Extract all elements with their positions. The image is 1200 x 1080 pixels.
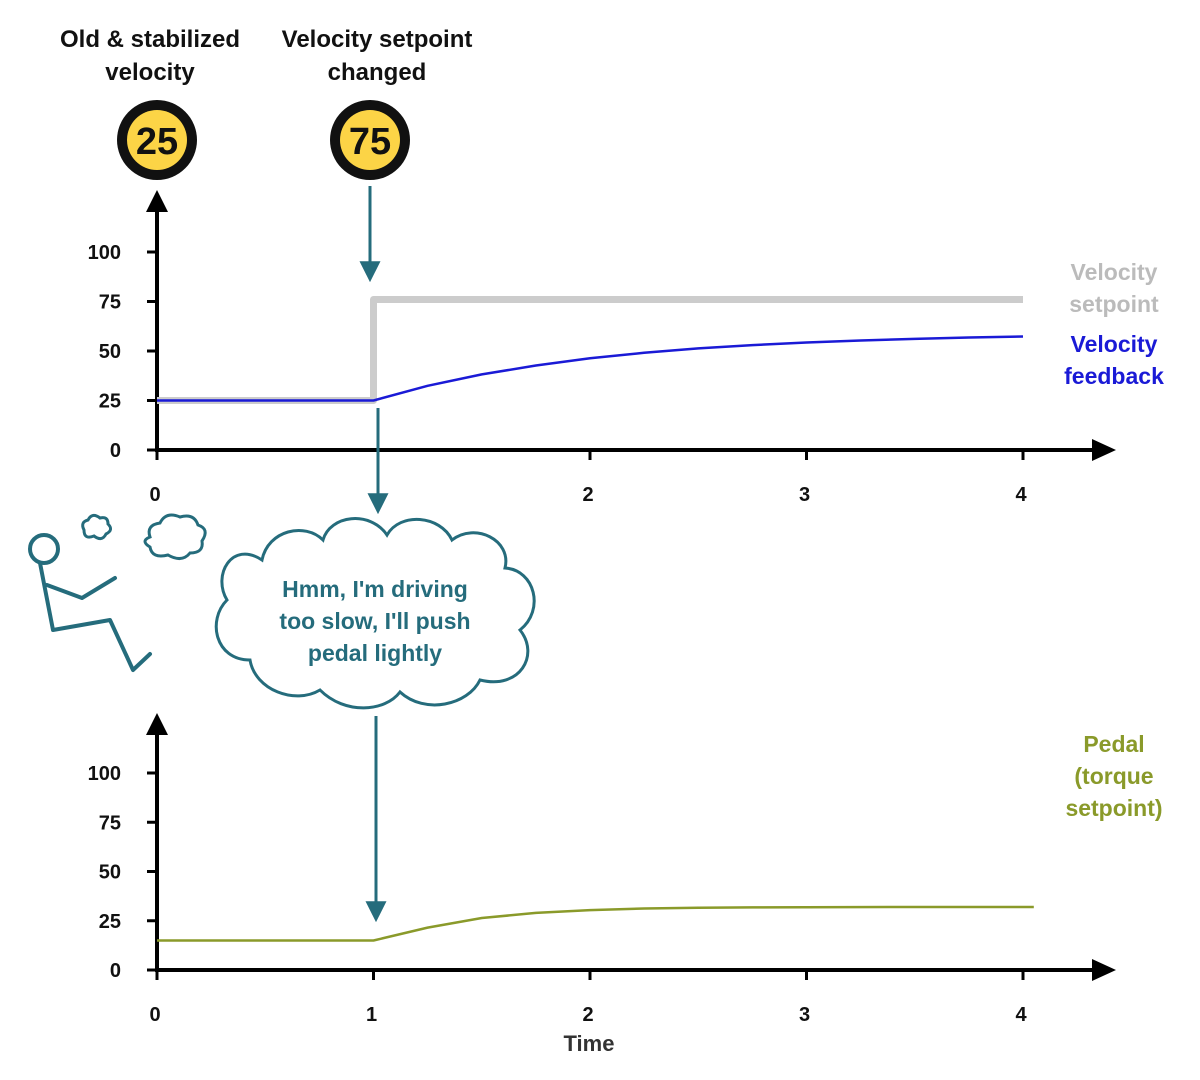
speed-sign-old-icon: 25 [117, 100, 197, 180]
x-tick-label: 3 [799, 484, 810, 506]
setpoint-legend-line1: Velocity [1071, 259, 1158, 285]
setpoint-changed-title-line2: changed [328, 59, 427, 86]
speed-sign-old-value: 25 [136, 121, 178, 163]
x-tick-label: 0 [149, 1004, 160, 1026]
bottom-chart-ticks: 0 25 50 75 100 0 1 2 3 4 [88, 763, 1028, 1026]
speed-sign-new-value: 75 [349, 121, 391, 163]
pedal-legend-line1: Pedal [1083, 731, 1144, 757]
setpoint-changed-title-line1: Velocity setpoint [282, 26, 473, 53]
x-tick-label: 1 [366, 1004, 377, 1026]
y-tick-label: 0 [110, 960, 121, 982]
thought-text-line1: Hmm, I'm driving [282, 576, 468, 602]
pedal-legend-line3: setpoint) [1065, 795, 1162, 821]
y-tick-label: 25 [99, 911, 121, 933]
bottom-chart-axes [146, 713, 1116, 981]
thought-text-line2: too slow, I'll push [279, 608, 470, 634]
pedal-legend-line2: (torque [1074, 763, 1153, 789]
pedal-line [157, 905, 1034, 942]
thought-bubble: Hmm, I'm driving too slow, I'll push ped… [214, 517, 536, 710]
x-tick-label: 4 [1015, 1004, 1027, 1026]
old-velocity-title-line2: velocity [105, 59, 195, 86]
y-tick-label: 75 [99, 292, 121, 314]
setpoint-line [157, 296, 1023, 404]
top-chart-ticks: 0 25 50 75 100 0 2 3 4 [88, 242, 1028, 506]
feedback-legend-line2: feedback [1064, 363, 1164, 389]
thought-text-line3: pedal lightly [308, 640, 442, 666]
feedback-legend-line1: Velocity [1071, 331, 1158, 357]
speed-sign-new-icon: 75 [330, 100, 410, 180]
y-tick-label: 75 [99, 812, 121, 834]
x-tick-label: 2 [582, 1004, 593, 1026]
y-tick-label: 0 [110, 440, 121, 462]
x-tick-label: 4 [1015, 484, 1027, 506]
x-tick-label: 2 [582, 484, 593, 506]
y-tick-label: 100 [88, 242, 121, 264]
bottom-chart-series [157, 905, 1034, 942]
setpoint-legend-line2: setpoint [1069, 291, 1159, 317]
top-chart-axes [146, 190, 1116, 461]
old-velocity-title-line1: Old & stabilized [60, 26, 240, 53]
y-tick-label: 50 [99, 862, 121, 884]
x-tick-label: 3 [799, 1004, 810, 1026]
driver-figure-icon [28, 533, 152, 672]
y-tick-label: 50 [99, 341, 121, 363]
small-thought-cloud-icon [81, 513, 113, 541]
feedback-line [157, 335, 1024, 402]
x-tick-label: 0 [149, 484, 160, 506]
top-chart-series [157, 296, 1024, 404]
medium-thought-cloud-icon [143, 513, 207, 560]
x-axis-title: Time [564, 1031, 615, 1056]
y-tick-label: 100 [88, 763, 121, 785]
y-tick-label: 25 [99, 391, 121, 413]
